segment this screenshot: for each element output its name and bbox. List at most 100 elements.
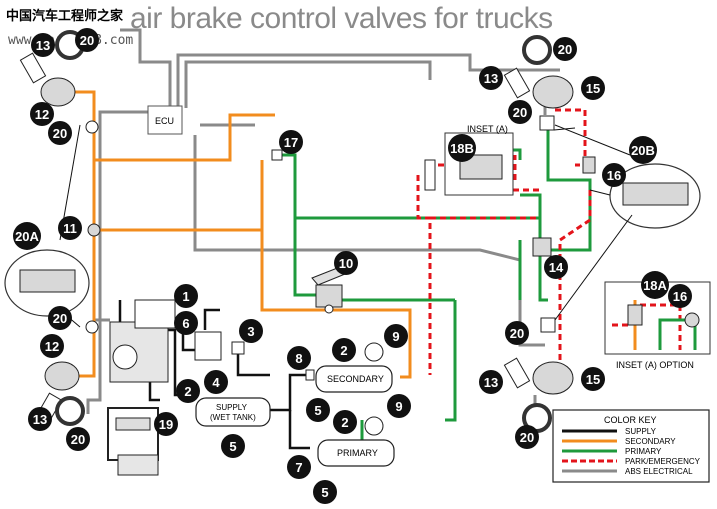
callout-number: 20B: [631, 143, 655, 158]
relay-valve-11: [87, 223, 101, 237]
callout-7: 7: [287, 455, 311, 479]
key-label-primary: PRIMARY: [625, 447, 662, 456]
callout-1: 1: [174, 284, 198, 308]
color-key: COLOR KEY SUPPLYSECONDARYPRIMARYPARK/EME…: [552, 409, 710, 483]
supply-tank-label-line1: SUPPLY: [216, 403, 248, 412]
callout-number: 9: [395, 399, 402, 414]
callout-18b: 18B: [448, 134, 476, 162]
callout-number: 18A: [643, 278, 667, 293]
callout-2: 2: [176, 379, 200, 403]
callout-11: 11: [58, 216, 82, 240]
callout-number: 13: [33, 412, 47, 427]
callout-number: 5: [321, 485, 328, 500]
quick-release-valve-16-option: [684, 312, 700, 328]
callout-number: 2: [341, 415, 348, 430]
callout-9: 9: [387, 394, 411, 418]
ecu-label: ECU: [155, 116, 174, 126]
right-rear-brake-assembly: [503, 317, 574, 433]
callout-number: 2: [184, 384, 191, 399]
key-label-secondary: SECONDARY: [625, 437, 676, 446]
callout-17: 17: [279, 130, 303, 154]
callout-number: 13: [484, 71, 498, 86]
callout-number: 13: [36, 38, 50, 53]
governor-3: [231, 341, 245, 355]
quick-release-valve-16: [582, 156, 596, 174]
left-rear-brake-assembly: [35, 320, 99, 426]
callout-5: 5: [306, 398, 330, 422]
callout-20b: 20B: [629, 136, 657, 164]
callout-number: 10: [339, 256, 353, 271]
callout-13: 13: [28, 407, 52, 431]
pressure-gauge-secondary: [364, 342, 384, 362]
callout-20: 20: [553, 37, 577, 61]
supply-tank-label-line2: (WET TANK): [210, 413, 256, 422]
callout-number: 20: [510, 326, 524, 341]
color-key-title: COLOR KEY: [604, 415, 657, 425]
callout-15: 15: [581, 367, 605, 391]
callout-number: 14: [549, 260, 564, 275]
air-compressor-assembly: [109, 299, 222, 383]
callout-number: 20: [513, 105, 527, 120]
callout-12: 12: [40, 334, 64, 358]
relay-valve-18a: [627, 304, 643, 326]
callout-number: 8: [295, 351, 302, 366]
callout-number: 2: [340, 343, 347, 358]
inset-a-label: INSET (A): [467, 124, 508, 134]
callout-number: 19: [159, 417, 173, 432]
modulator-valve-right: [622, 182, 689, 206]
park-emergency-lines: [416, 108, 592, 375]
primary-tank: PRIMARY: [317, 439, 395, 467]
callout-20: 20: [505, 321, 529, 345]
callout-number: 20: [558, 42, 572, 57]
callout-16: 16: [668, 284, 692, 308]
callout-number: 7: [295, 460, 302, 475]
callout-20: 20: [66, 427, 90, 451]
callout-20a: 20A: [13, 222, 41, 250]
callout-number: 12: [45, 339, 59, 354]
modulator-valve-left: [19, 269, 76, 293]
watermark-chinese: 中国汽车工程师之家: [6, 8, 124, 24]
callout-number: 20A: [15, 229, 39, 244]
callout-number: 18B: [450, 141, 474, 156]
callout-19: 19: [154, 412, 178, 436]
secondary-tank: SECONDARY: [315, 365, 393, 393]
callout-number: 20: [71, 432, 85, 447]
key-label-park-emergency: PARK/EMERGENCY: [625, 457, 701, 466]
key-label-abs-electrical: ABS ELECTRICAL: [625, 467, 693, 476]
diagram-title: air brake control valves for trucks: [130, 2, 553, 35]
callout-20: 20: [48, 121, 72, 145]
callout-2: 2: [333, 410, 357, 434]
callout-13: 13: [479, 370, 503, 394]
callout-number: 17: [284, 135, 298, 150]
key-label-supply: SUPPLY: [625, 427, 657, 436]
callout-4: 4: [204, 370, 228, 394]
callout-number: 4: [212, 375, 220, 390]
air-dryer-19: [107, 407, 159, 476]
leader-lines: [59, 124, 633, 328]
callout-14: 14: [544, 255, 568, 279]
callout-number: 20: [53, 126, 67, 141]
callout-number: 15: [586, 372, 600, 387]
callout-3: 3: [239, 319, 263, 343]
callout-number: 16: [607, 168, 621, 183]
callout-number: 20: [520, 430, 534, 445]
callout-number: 20: [53, 311, 67, 326]
secondary-tank-label: SECONDARY: [327, 374, 384, 384]
callout-number: 9: [392, 329, 399, 344]
callout-20: 20: [75, 28, 99, 52]
pressure-gauge-primary: [364, 416, 384, 436]
callout-10: 10: [334, 251, 358, 275]
callout-number: 11: [63, 221, 77, 236]
callout-5: 5: [221, 434, 245, 458]
relay-valve-14: [532, 237, 552, 257]
callout-20: 20: [508, 100, 532, 124]
callout-number: 5: [229, 439, 236, 454]
callouts: 13 20 12 20 20A 11 20 12 13 20 16 3 2 4 19 5 17 10 8 2 9 5 2 9 7…: [13, 28, 692, 504]
callout-number: 5: [314, 403, 321, 418]
callout-number: 3: [247, 324, 254, 339]
callout-number: 12: [35, 107, 49, 122]
callout-number: 1: [182, 289, 189, 304]
callout-13: 13: [31, 33, 55, 57]
callout-15: 15: [581, 76, 605, 100]
